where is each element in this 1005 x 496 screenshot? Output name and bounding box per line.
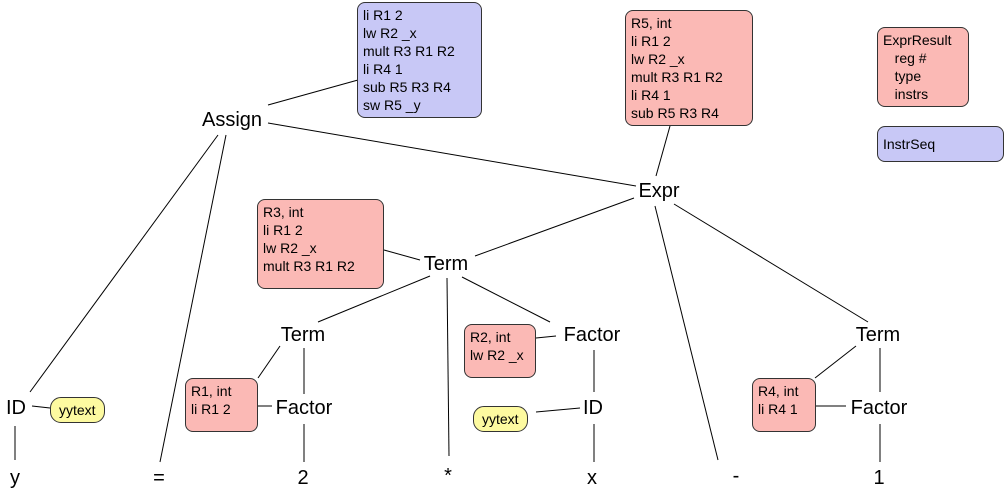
leaf-2: 2 bbox=[297, 467, 309, 489]
term-left-result-box: R1, int li R1 2 bbox=[185, 378, 258, 432]
edge-assign-id bbox=[29, 134, 219, 393]
leaf-equals: = bbox=[153, 467, 165, 489]
leaf-minus: - bbox=[732, 465, 740, 487]
yytext-mid-badge: yytext bbox=[473, 406, 528, 432]
node-term-right: Term bbox=[855, 324, 901, 346]
edge-assign-eq bbox=[159, 134, 227, 463]
edge-termtop-termleft bbox=[317, 275, 431, 323]
edge-expr-term-right bbox=[673, 203, 869, 323]
node-factor-right: Factor bbox=[850, 397, 908, 419]
legend-expr-result: ExprResult reg # type instrs bbox=[877, 27, 969, 107]
yytext-left-badge: yytext bbox=[50, 397, 105, 423]
edge-termtop-factor bbox=[461, 276, 551, 323]
legend-instr-seq: InstrSeq bbox=[877, 126, 1004, 162]
conn-expr-box bbox=[655, 125, 671, 177]
conn-idmid-yytext bbox=[535, 407, 581, 413]
node-term-left: Term bbox=[280, 324, 326, 346]
conn-termtop-box bbox=[383, 249, 421, 261]
leaf-1: 1 bbox=[873, 467, 885, 489]
term-right-result-box: R4, int li R4 1 bbox=[752, 378, 816, 432]
assign-instr-seq-box: li R1 2 lw R2 _x mult R3 R1 R2 li R4 1 s… bbox=[357, 2, 482, 118]
node-factor-mid: Factor bbox=[563, 324, 621, 346]
conn-assign-box bbox=[267, 79, 359, 106]
leaf-star: * bbox=[444, 465, 452, 487]
factor-mid-result-box: R2, int lw R2 _x bbox=[464, 324, 536, 378]
term-top-result-box: R3, int li R1 2 lw R2 _x mult R3 R1 R2 bbox=[257, 199, 384, 289]
expr-result-box: R5, int li R1 2 lw R2 _x mult R3 R1 R2 l… bbox=[625, 10, 753, 126]
edge-expr-minus bbox=[654, 205, 719, 461]
leaf-y: y bbox=[10, 467, 20, 489]
node-factor-left: Factor bbox=[275, 397, 333, 419]
conn-idleft-yytext bbox=[31, 405, 51, 409]
edge-termtop-star bbox=[446, 277, 450, 457]
leaf-x: x bbox=[587, 467, 597, 489]
node-id-left: ID bbox=[6, 397, 26, 419]
node-term-top: Term bbox=[423, 253, 469, 275]
conn-factormid-box bbox=[535, 335, 557, 339]
node-assign: Assign bbox=[201, 109, 263, 131]
node-id-mid: ID bbox=[583, 397, 603, 419]
node-expr: Expr bbox=[638, 180, 680, 202]
edge-expr-term bbox=[474, 197, 635, 257]
edge-termleft-box bbox=[257, 345, 281, 379]
edge-assign-expr bbox=[267, 122, 637, 187]
edge-termright-box bbox=[814, 345, 857, 379]
